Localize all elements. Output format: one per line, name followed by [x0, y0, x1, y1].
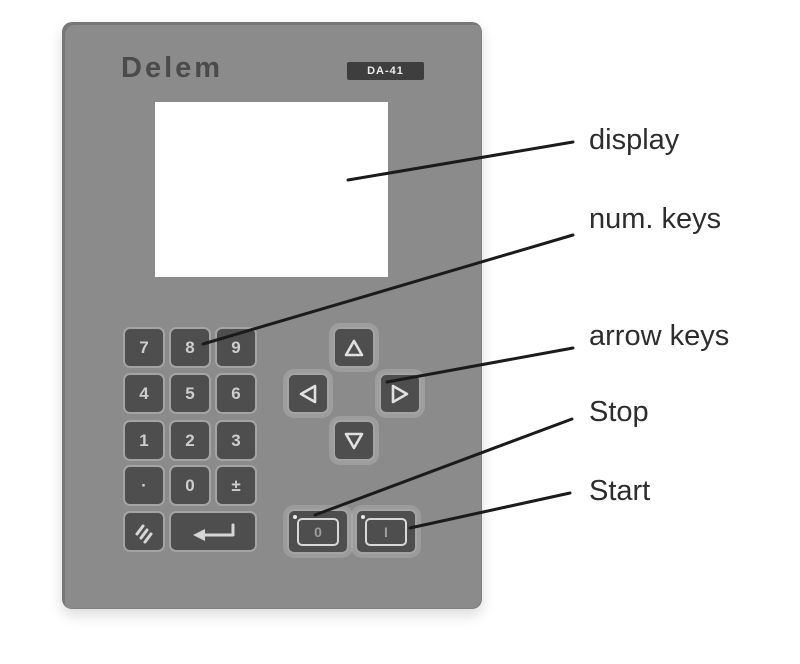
key-3[interactable]: 3 — [215, 420, 257, 461]
annotation-display: display — [589, 124, 680, 156]
start-symbol: I — [384, 523, 388, 540]
annotation-arrow-keys: arrow keys — [589, 320, 730, 352]
left-arrow-key[interactable] — [287, 373, 329, 414]
annotation-start: Start — [589, 475, 651, 507]
start-led-dot-icon — [361, 515, 365, 519]
clear-diagonal-lines-icon — [132, 520, 156, 544]
right-triangle-icon — [389, 382, 411, 406]
key-8[interactable]: 8 — [169, 327, 211, 368]
start-button[interactable]: I — [355, 509, 417, 554]
key-6[interactable]: 6 — [215, 373, 257, 414]
key-9[interactable]: 9 — [215, 327, 257, 368]
key-4[interactable]: 4 — [123, 373, 165, 414]
key-plus-minus[interactable]: ± — [215, 465, 257, 506]
key-1[interactable]: 1 — [123, 420, 165, 461]
model-badge: DA-41 — [347, 62, 424, 80]
enter-return-arrow-icon — [183, 521, 243, 543]
key-7[interactable]: 7 — [123, 327, 165, 368]
annotation-num-keys: num. keys — [589, 203, 722, 235]
control-panel: Delem DA-41 7 8 9 4 5 6 1 2 3 · 0 ± — [62, 22, 482, 609]
enter-key[interactable] — [169, 511, 257, 552]
down-arrow-key[interactable] — [333, 420, 375, 461]
start-key-outline-icon: I — [365, 517, 407, 546]
down-triangle-icon — [342, 430, 366, 452]
stop-symbol: 0 — [314, 523, 322, 540]
stop-led-dot-icon — [293, 515, 297, 519]
up-arrow-key[interactable] — [333, 327, 375, 368]
key-0[interactable]: 0 — [169, 465, 211, 506]
left-triangle-icon — [297, 382, 319, 406]
key-2[interactable]: 2 — [169, 420, 211, 461]
key-decimal-point[interactable]: · — [123, 465, 165, 506]
clear-key[interactable] — [123, 511, 165, 552]
right-arrow-key[interactable] — [379, 373, 421, 414]
stop-key-outline-icon: 0 — [297, 517, 339, 546]
stop-button[interactable]: 0 — [287, 509, 349, 554]
up-triangle-icon — [342, 337, 366, 359]
key-5[interactable]: 5 — [169, 373, 211, 414]
display-screen — [155, 102, 388, 277]
brand-logo: Delem — [121, 52, 224, 84]
annotation-stop: Stop — [589, 396, 649, 428]
